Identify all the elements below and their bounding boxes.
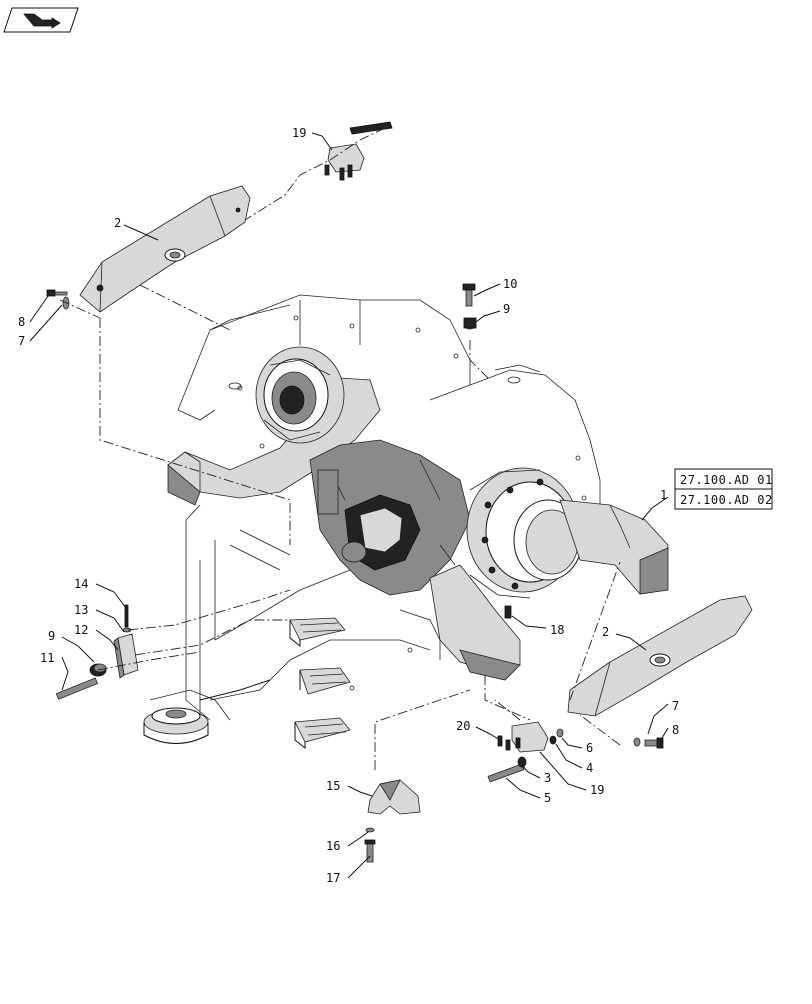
bolt-5 [487,756,527,783]
callout-17[interactable]: 17 [326,871,340,885]
bracket-upper-left [79,185,251,313]
clamp-lower [497,721,564,753]
callout-labels: 19 2 8 7 10 9 1 14 13 12 9 11 18 2 7 8 2… [18,126,679,885]
callout-9[interactable]: 9 [503,302,510,316]
callout-9[interactable]: 9 [48,629,55,643]
step-plates [289,617,351,750]
callout-4[interactable]: 4 [586,761,593,775]
leader-lines [29,132,669,879]
callout-1[interactable]: 1 [660,488,667,502]
assembly-lines [59,127,621,770]
callout-12[interactable]: 12 [74,623,88,637]
callout-6[interactable]: 6 [586,741,593,755]
callout-2[interactable]: 2 [114,216,121,230]
callout-2[interactable]: 2 [602,625,609,639]
clamp-upper [324,121,393,181]
reference-link-1[interactable]: 27.100.AD 01 [680,473,773,487]
callout-19[interactable]: 19 [292,126,306,140]
callout-7[interactable]: 7 [672,699,679,713]
callout-19[interactable]: 19 [590,783,604,797]
back-arrow-icon[interactable] [3,7,79,33]
axle-assembly [167,346,669,681]
callout-10[interactable]: 10 [503,277,517,291]
callout-3[interactable]: 3 [544,771,551,785]
bolt-11-washer-9 [55,663,107,700]
reference-box: 27.100.AD 01 27.100.AD 02 [674,468,773,510]
pin-18 [504,605,512,619]
reference-link-2[interactable]: 27.100.AD 02 [680,493,773,507]
callout-8[interactable]: 8 [672,723,679,737]
pad-12 [113,604,139,679]
bracket-lower-right [567,595,753,717]
bolt-8-washer-7-left [46,289,70,310]
callout-8[interactable]: 8 [18,315,25,329]
bolt-8-washer-7-right [633,737,664,749]
pivot-base [143,679,271,744]
callout-20[interactable]: 20 [456,719,470,733]
callout-13[interactable]: 13 [74,603,88,617]
cap-15 [364,779,421,863]
callout-11[interactable]: 11 [40,651,54,665]
callout-15[interactable]: 15 [326,779,340,793]
callout-5[interactable]: 5 [544,791,551,805]
callout-14[interactable]: 14 [74,577,88,591]
callout-16[interactable]: 16 [326,839,340,853]
bolt-10 [462,283,477,330]
callout-18[interactable]: 18 [550,623,564,637]
callout-7[interactable]: 7 [18,334,25,348]
